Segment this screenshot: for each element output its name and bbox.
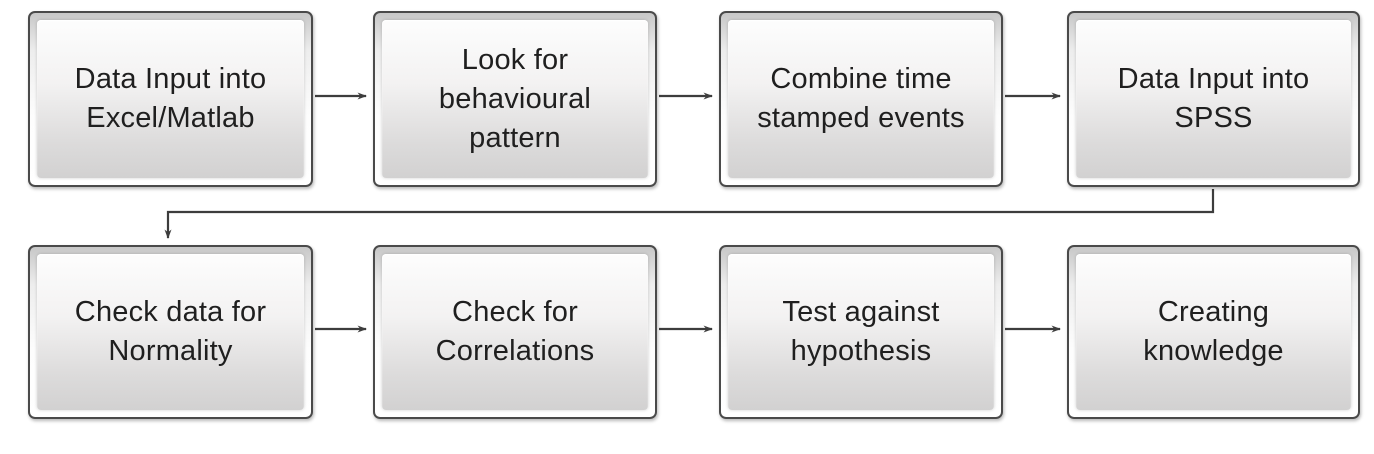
flow-node-look-for-behavioural-pattern: Look for behavioural pattern [373,11,657,187]
flow-node-combine-time-stamped-events: Combine time stamped events [719,11,1003,187]
node-face: Check data for Normality [37,254,304,410]
node-label: Combine time stamped events [757,63,965,134]
node-label: Data Input into Excel/Matlab [74,63,267,134]
node-label: Creating knowledge [1143,296,1284,367]
flow-node-data-input-spss: Data Input into SPSS [1067,11,1360,187]
node-label: Data Input into SPSS [1117,63,1310,134]
node-face: Data Input into Excel/Matlab [37,20,304,178]
node-face: Test against hypothesis [728,254,994,410]
elbow-arrow-4-to-5 [164,189,1215,239]
flow-node-check-for-correlations: Check for Correlations [373,245,657,419]
flow-node-creating-knowledge: Creating knowledge [1067,245,1360,419]
node-label: Check data for Normality [74,296,267,367]
flow-node-test-against-hypothesis: Test against hypothesis [719,245,1003,419]
node-label: Look for behavioural pattern [438,43,592,154]
node-face: Check for Correlations [382,254,648,410]
node-face: Look for behavioural pattern [382,20,648,178]
node-label: Test against hypothesis [782,296,940,367]
flow-node-data-input-excel-matlab: Data Input into Excel/Matlab [28,11,313,187]
flow-node-check-data-for-normality: Check data for Normality [28,245,313,419]
node-face: Combine time stamped events [728,20,994,178]
node-face: Data Input into SPSS [1076,20,1351,178]
node-face: Creating knowledge [1076,254,1351,410]
node-label: Check for Correlations [435,296,595,367]
